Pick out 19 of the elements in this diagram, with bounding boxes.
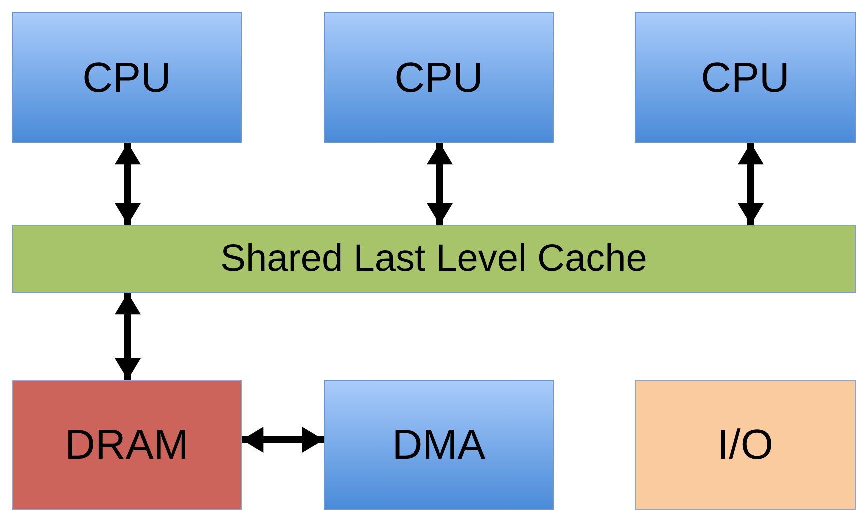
box-label: CPU <box>82 54 172 102</box>
double-arrow <box>115 143 141 225</box>
box-label: CPU <box>701 54 790 102</box>
box-label: Shared Last Level Cache <box>220 238 648 280</box>
io-box <box>635 380 856 510</box>
processor-box <box>324 380 554 510</box>
double-arrow <box>427 143 453 225</box>
box-label: I/O <box>717 421 774 469</box>
box-label: DRAM <box>65 421 189 469</box>
processor-box <box>324 12 554 143</box>
box-label: CPU <box>394 54 484 102</box>
double-arrow <box>242 427 324 453</box>
cache-bar <box>12 225 856 293</box>
memory-box <box>12 380 242 510</box>
processor-box <box>12 12 242 143</box>
double-arrow <box>738 143 764 225</box>
processor-box <box>635 12 856 143</box>
double-arrow <box>115 293 141 380</box>
box-label: DMA <box>392 421 486 469</box>
